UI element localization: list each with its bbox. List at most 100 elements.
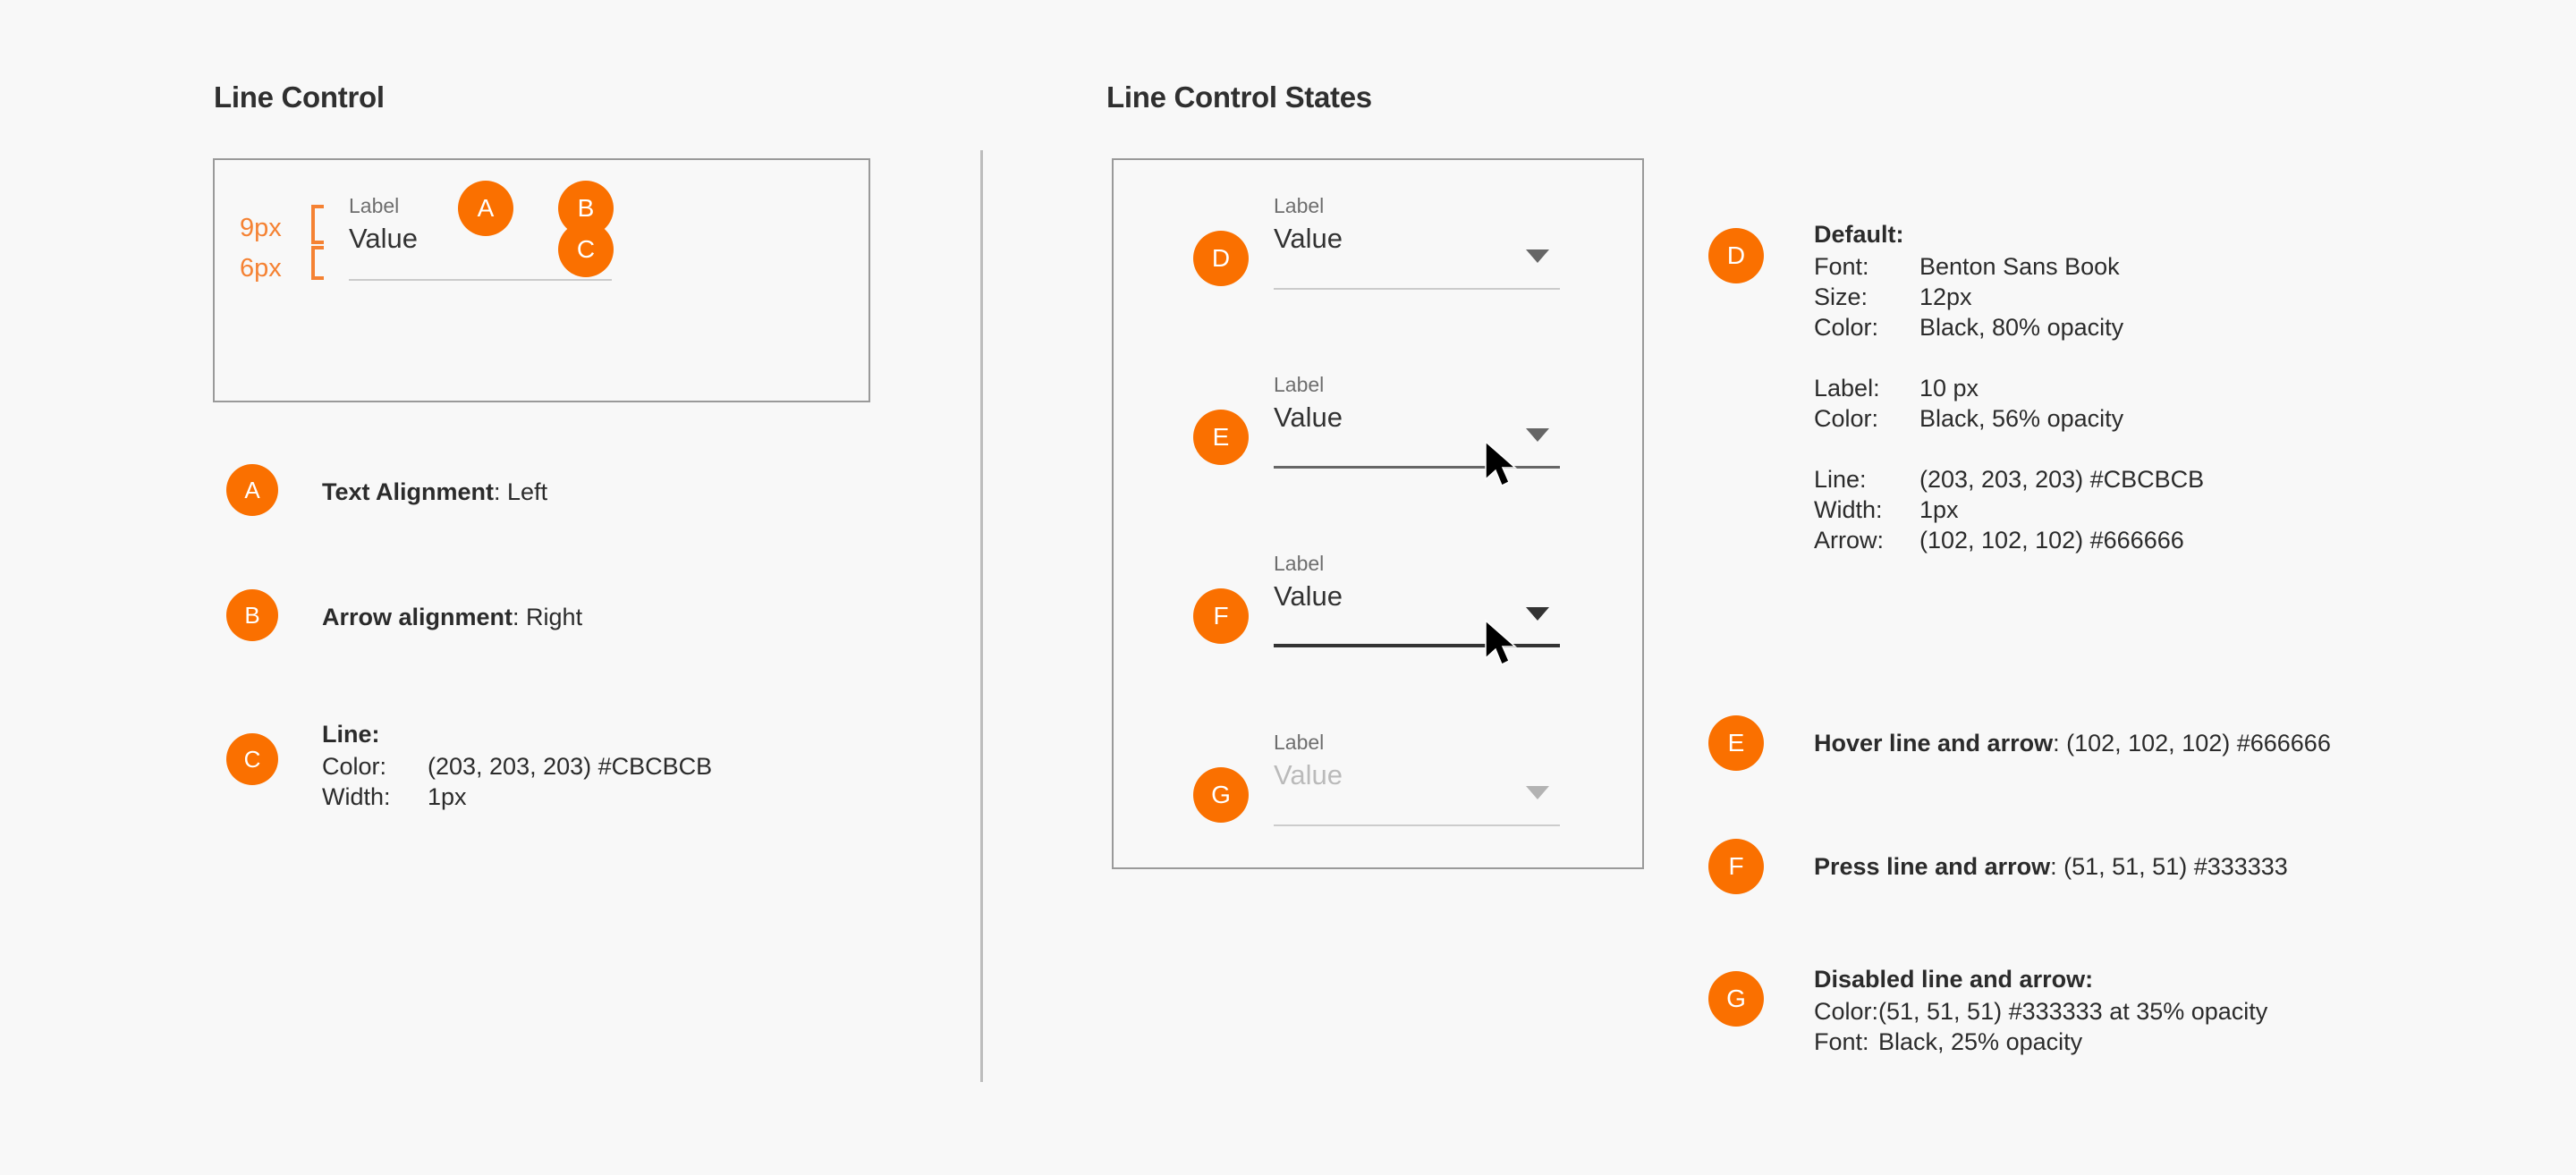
legend-title-g: Disabled line and arrow — [1814, 966, 2086, 993]
line-control-spec-panel: 9px 6px Label Value A B C — [213, 158, 870, 402]
legend-separator-c: : — [371, 721, 380, 748]
legend-badge-g[interactable]: G — [1708, 971, 1764, 1027]
spec-val-d-label: 10 px — [1919, 375, 1979, 402]
spec-gap-1 — [1814, 342, 2204, 373]
legend-title-c: Line — [322, 721, 372, 748]
legend-spec-c: Line: Color: (203, 203, 203) #CBCBCB Wid… — [322, 719, 712, 812]
spec-val-d-label-color: Black, 56% opacity — [1919, 405, 2124, 432]
spec-key-d-size: Size: — [1814, 283, 1868, 310]
legend-title-c-row: Line: — [322, 719, 712, 749]
spec-val-d-color: Black, 80% opacity — [1919, 314, 2124, 341]
spec-row-d-size: Size: 12px — [1814, 282, 2204, 312]
legend-label-a: Text Alignment: Left — [322, 478, 547, 507]
legend-spec-d: Default: Font: Benton Sans Book Size: 12… — [1814, 219, 2204, 555]
legend-separator-a: : — [494, 478, 508, 505]
spec-val-g-font: Black, 25% opacity — [1878, 1028, 2083, 1055]
legend-title-a: Text Alignment — [322, 478, 495, 505]
legend-separator-g: : — [2085, 966, 2094, 993]
spec-val-d-width: 1px — [1919, 496, 1959, 523]
legend-value-b: Right — [526, 604, 583, 630]
spec-row-d-label-color: Color: Black, 56% opacity — [1814, 403, 2204, 434]
state-press-label: Label — [1274, 552, 1325, 575]
spec-gap-2 — [1814, 434, 2204, 464]
state-default-underline — [1274, 288, 1560, 290]
spec-row-d-line: Line: (203, 203, 203) #CBCBCB — [1814, 464, 2204, 495]
legend-badge-c[interactable]: C — [226, 733, 278, 785]
line-control-value: Value — [349, 223, 418, 254]
state-hover-label: Label — [1274, 373, 1325, 396]
legend-badge-a[interactable]: A — [226, 464, 278, 516]
measurement-9px: 9px — [240, 214, 282, 242]
section-divider — [980, 150, 983, 1082]
chevron-down-icon[interactable] — [1526, 607, 1549, 621]
page-title-line-control: Line Control — [214, 80, 385, 114]
legend-label-b: Arrow alignment: Right — [322, 604, 582, 632]
state-press-underline — [1274, 644, 1560, 647]
chevron-down-icon[interactable] — [1526, 428, 1549, 442]
state-disabled-value: Value — [1274, 759, 1343, 790]
spec-key-g-color: Color: — [1814, 998, 1879, 1025]
legend-title-g-row: Disabled line and arrow: — [1814, 964, 2267, 994]
legend-badge-e[interactable]: E — [1708, 715, 1764, 771]
line-control-underline — [349, 279, 612, 281]
spec-key-d-label-color: Color: — [1814, 405, 1879, 432]
line-control-state-press[interactable]: Label Value — [1274, 554, 1560, 647]
state-badge-g[interactable]: G — [1193, 767, 1249, 823]
legend-separator-e: : — [2053, 730, 2067, 757]
line-control-states-panel: D Label Value E Label Value F Label Valu… — [1112, 158, 1644, 869]
legend-value-e: (102, 102, 102) #666666 — [2066, 730, 2331, 757]
spec-row-d-width: Width: 1px — [1814, 495, 2204, 525]
legend-title-f: Press line and arrow — [1814, 853, 2051, 880]
legend-separator-b: : — [513, 604, 527, 630]
spec-val-d-font: Benton Sans Book — [1919, 253, 2120, 280]
line-control-state-hover[interactable]: Label Value — [1274, 375, 1560, 469]
state-press-value: Value — [1274, 580, 1343, 612]
spec-val-g-color: (51, 51, 51) #333333 at 35% opacity — [1878, 998, 2268, 1025]
callout-badge-c[interactable]: C — [558, 222, 614, 277]
chevron-down-icon — [1526, 786, 1549, 799]
legend-value-f: (51, 51, 51) #333333 — [2063, 853, 2288, 880]
state-badge-e[interactable]: E — [1193, 410, 1249, 465]
spec-key-d-arrow: Arrow: — [1814, 527, 1885, 554]
legend-separator-f: : — [2050, 853, 2064, 880]
spec-val-d-arrow: (102, 102, 102) #666666 — [1919, 527, 2184, 554]
spec-key-g-font: Font: — [1814, 1028, 1869, 1055]
legend-label-e: Hover line and arrow: (102, 102, 102) #6… — [1814, 730, 2331, 758]
state-default-value: Value — [1274, 223, 1343, 254]
legend-label-f: Press line and arrow: (51, 51, 51) #3333… — [1814, 853, 2288, 882]
spec-key-d-width: Width: — [1814, 496, 1883, 523]
state-disabled-underline — [1274, 824, 1560, 826]
legend-badge-d[interactable]: D — [1708, 228, 1764, 283]
state-hover-value: Value — [1274, 402, 1343, 433]
state-disabled-label: Label — [1274, 731, 1325, 754]
measurement-bracket-top — [311, 205, 324, 244]
spec-row-g-font: Font: Black, 25% opacity — [1814, 1027, 2267, 1057]
line-control-state-disabled: Label Value — [1274, 732, 1560, 826]
spec-row-d-arrow: Arrow: (102, 102, 102) #666666 — [1814, 525, 2204, 555]
spec-row-g-color: Color: (51, 51, 51) #333333 at 35% opaci… — [1814, 996, 2267, 1027]
legend-badge-f[interactable]: F — [1708, 839, 1764, 894]
legend-spec-g: Disabled line and arrow: Color: (51, 51,… — [1814, 964, 2267, 1057]
page-title-line-control-states: Line Control States — [1106, 80, 1372, 114]
spec-key-d-font: Font: — [1814, 253, 1869, 280]
spec-val-d-line: (203, 203, 203) #CBCBCB — [1919, 466, 2205, 493]
state-default-label: Label — [1274, 194, 1325, 217]
spec-val-d-size: 12px — [1919, 283, 1972, 310]
chevron-down-icon[interactable] — [1526, 249, 1549, 263]
state-badge-d[interactable]: D — [1193, 231, 1249, 286]
spec-row-d-color: Color: Black, 80% opacity — [1814, 312, 2204, 342]
legend-title-e: Hover line and arrow — [1814, 730, 2054, 757]
legend-value-a: Left — [507, 478, 548, 505]
legend-badge-b[interactable]: B — [226, 589, 278, 641]
mouse-cursor-icon — [1485, 619, 1517, 666]
measurement-bracket-bottom — [311, 246, 324, 280]
callout-badge-a[interactable]: A — [458, 181, 513, 236]
legend-title-b: Arrow alignment — [322, 604, 513, 630]
spec-key-d-line: Line: — [1814, 466, 1867, 493]
line-control-state-default[interactable]: Label Value — [1274, 196, 1560, 290]
spec-row-d-label: Label: 10 px — [1814, 373, 2204, 403]
spec-val-c-width: 1px — [428, 783, 467, 810]
state-badge-f[interactable]: F — [1193, 588, 1249, 644]
spec-key-c-width: Width: — [322, 783, 391, 810]
spec-key-c-color: Color: — [322, 753, 387, 780]
